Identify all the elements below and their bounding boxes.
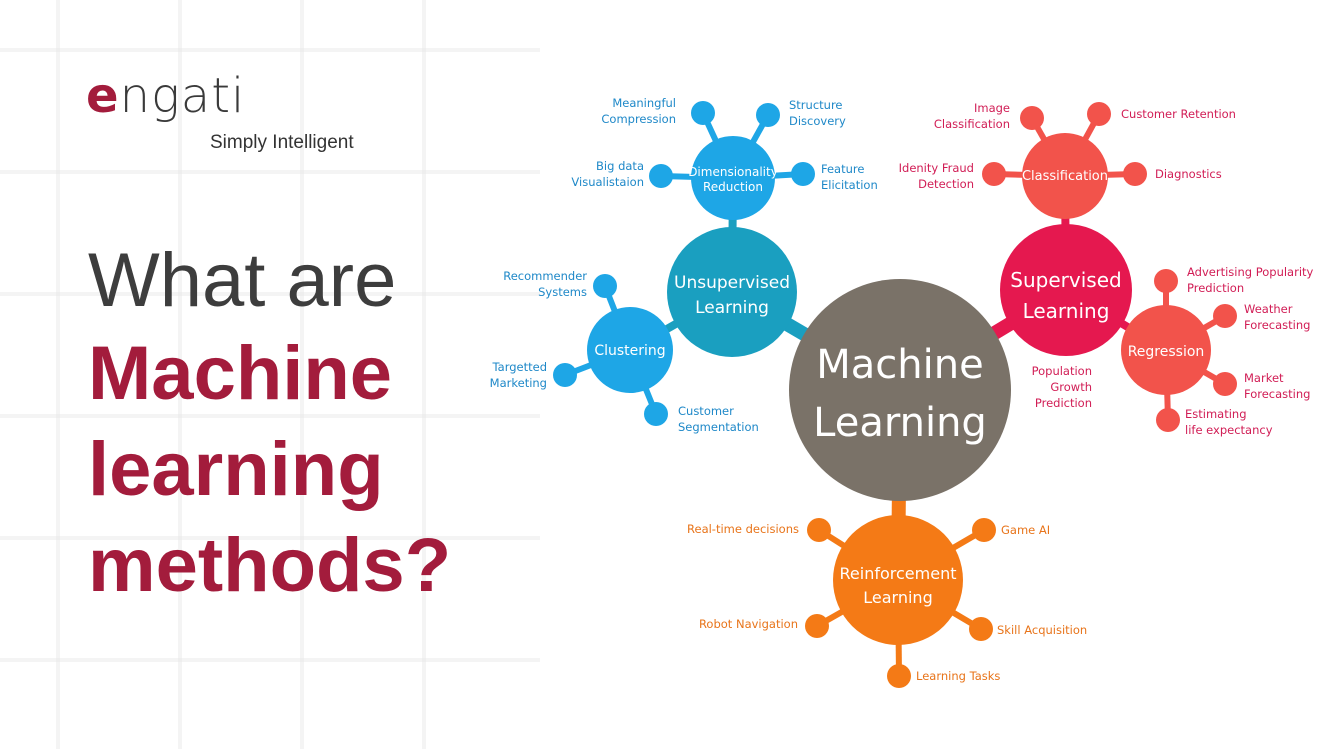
- headline-line-4: methods?: [88, 523, 452, 608]
- logo-wordmark-rest: ngati: [119, 68, 246, 124]
- leaf-label: Real-time decisions: [687, 522, 799, 536]
- leaf-dot: [969, 617, 993, 641]
- unsupervised-leaf-labels: Meaningful Compression Structure Discove…: [490, 96, 878, 434]
- leaf-label: Diagnostics: [1155, 167, 1222, 181]
- leaf-label: Robot Navigation: [699, 617, 798, 631]
- node-machine-learning: [789, 279, 1011, 501]
- node-clustering: [587, 307, 673, 393]
- leaf-label: Image: [974, 101, 1010, 115]
- leaf-label: Elicitation: [821, 178, 878, 192]
- leaf-dot: [1123, 162, 1147, 186]
- leaf-label: Prediction: [1187, 281, 1244, 295]
- node-unsupervised: [667, 227, 797, 357]
- page-headline: What are Machine learning methods?: [88, 236, 451, 614]
- leaf-dot: [1087, 102, 1111, 126]
- leaf-label: Feature: [821, 162, 864, 176]
- leaf-label: Detection: [918, 177, 974, 191]
- leaf-dot: [691, 101, 715, 125]
- leaf-label: Compression: [601, 112, 676, 126]
- leaf-label: Game AI: [1001, 523, 1050, 537]
- leaf-label: Discovery: [789, 114, 846, 128]
- leaf-label: Customer Retention: [1121, 107, 1236, 121]
- leaf-label: Learning Tasks: [916, 669, 1000, 683]
- leaf-label: Population: [1032, 364, 1092, 378]
- leaf-dot: [644, 402, 668, 426]
- node-reinforcement: [833, 515, 963, 645]
- leaf-dot: [805, 614, 829, 638]
- headline-line-1: What are: [88, 238, 397, 323]
- node-dimensionality: [691, 136, 775, 220]
- leaf-label: Targetted: [492, 360, 547, 374]
- classification-label: Classification: [1022, 169, 1108, 184]
- leaf-label: Advertising Popularity: [1187, 265, 1314, 279]
- headline-line-3: learning: [88, 427, 384, 512]
- logo-tagline: Simply Intelligent: [210, 132, 354, 153]
- leaf-dot: [791, 162, 815, 186]
- node-labels: Machine Learning Unsupervised Learning D…: [594, 165, 1204, 607]
- leaf-dot: [1154, 269, 1178, 293]
- node-classification: [1022, 133, 1108, 219]
- leaf-label: Skill Acquisition: [997, 623, 1087, 637]
- leaf-dot: [1020, 106, 1044, 130]
- headline-line-2: Machine: [88, 331, 393, 416]
- center-label-line-2: Learning: [813, 400, 987, 446]
- leaf-label: Systems: [538, 285, 587, 299]
- leaf-label: Big data: [596, 159, 644, 173]
- regression-label: Regression: [1128, 344, 1205, 360]
- reinforcement-leaf-labels: Real-time decisions Game AI Robot Naviga…: [687, 522, 1087, 683]
- leaf-label: Customer: [678, 404, 734, 418]
- leaf-dot: [1156, 408, 1180, 432]
- logo-wordmark: engati: [86, 68, 245, 124]
- supervised-label-line-2: Learning: [1023, 299, 1110, 323]
- leaf-label: Idenity Fraud: [899, 161, 974, 175]
- leaf-label: Forecasting: [1244, 387, 1310, 401]
- leaf-label: Weather: [1244, 302, 1293, 316]
- leaf-dot: [593, 274, 617, 298]
- reinforcement-label-line-2: Learning: [863, 588, 932, 607]
- leaf-label: Prediction: [1035, 396, 1092, 410]
- leaf-label: Growth: [1050, 380, 1092, 394]
- leaf-dot: [972, 518, 996, 542]
- leaf-dot: [553, 363, 577, 387]
- leaf-label: Market: [1244, 371, 1284, 385]
- leaf-label: Recommender: [503, 269, 587, 283]
- dimensionality-label-line-2: Reduction: [703, 180, 763, 194]
- leaf-dot: [807, 518, 831, 542]
- reinforcement-label-line-1: Reinforcement: [840, 564, 957, 583]
- leaf-label: Meaningful: [612, 96, 676, 110]
- leaf-dot: [982, 162, 1006, 186]
- leaf-label: Estimating: [1185, 407, 1247, 421]
- leaf-dot: [887, 664, 911, 688]
- leaf-label: Segmentation: [678, 420, 759, 434]
- leaf-label: Structure: [789, 98, 843, 112]
- nodes: [587, 133, 1211, 645]
- leaf-dot: [1213, 372, 1237, 396]
- node-supervised: [1000, 224, 1132, 356]
- leaf-label: Forecasting: [1244, 318, 1310, 332]
- clustering-label: Clustering: [594, 343, 665, 359]
- node-regression: [1121, 305, 1211, 395]
- engati-logo: engati Simply Intelligent: [86, 68, 386, 164]
- dimensionality-label-line-1: Dimensionality: [688, 165, 778, 179]
- supervised-leaf-labels: Image Classification Customer Retention …: [899, 101, 1314, 437]
- supervised-label-line-1: Supervised: [1010, 268, 1121, 292]
- leaf-dot: [756, 103, 780, 127]
- center-label-line-1: Machine: [816, 342, 983, 388]
- logo-e-glyph: e: [86, 68, 120, 124]
- leaf-label: Classification: [934, 117, 1010, 131]
- leaf-label: Visualistaion: [571, 175, 644, 189]
- leaf-label: Marketing: [490, 376, 547, 390]
- unsupervised-label-line-2: Learning: [695, 298, 769, 318]
- leaf-dot: [1213, 304, 1237, 328]
- leaf-dots: [553, 101, 1237, 688]
- unsupervised-label-line-1: Unsupervised: [674, 273, 790, 293]
- leaf-dot: [649, 164, 673, 188]
- leaf-label: life expectancy: [1185, 423, 1273, 437]
